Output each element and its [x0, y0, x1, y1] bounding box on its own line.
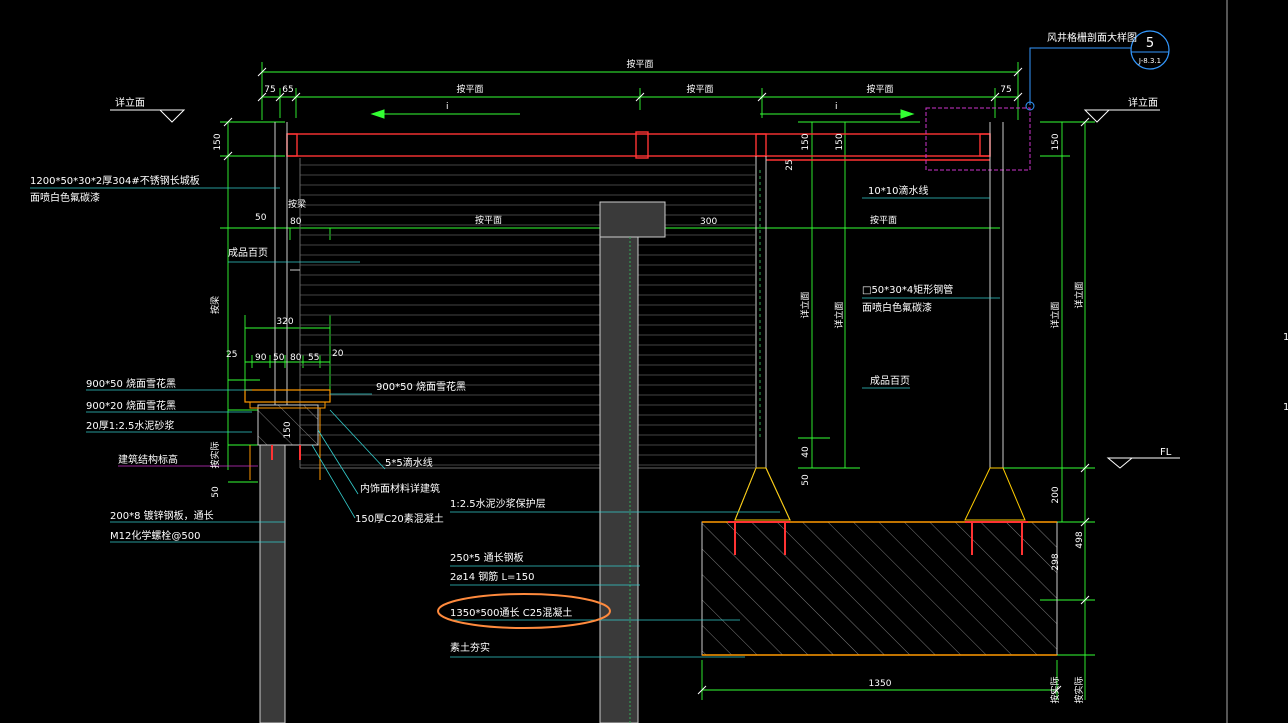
dim-w-90: 90	[255, 353, 267, 363]
dim-top-total: 按平面	[626, 58, 653, 70]
note-louver-plate-1: 1200*50*30*2厚304#不锈钢长城板	[30, 174, 200, 187]
note-drip-10: 10*10滴水线	[868, 184, 928, 197]
dim-top-75-right: 75	[1000, 85, 1011, 95]
steel-cap-plate	[286, 131, 991, 161]
dim-w-50: 50	[273, 353, 285, 363]
note-coping-1: 900*50 烧面雪花黑	[86, 377, 176, 390]
note-louver-left: 成品百页	[228, 247, 268, 259]
dim-top-span-left: 按平面	[456, 83, 483, 95]
note-inner-finish: 内饰面材料详建筑	[360, 482, 440, 495]
note-coping-right: 900*50 烧面雪花黑	[376, 380, 466, 393]
note-struct-level: 建筑结构标高	[118, 453, 178, 466]
fl-level: FL	[1160, 447, 1172, 458]
note-plate-200: 200*8 镀锌钢板，通长	[110, 509, 214, 522]
note-footing: 1350*500通长 C25混凝土	[450, 606, 572, 619]
dim-right-200: 200	[1051, 486, 1061, 503]
dim-left-by-beam-v: 按梁	[209, 296, 221, 314]
dim-d-actual: 按实际	[209, 441, 221, 468]
magenta-detail-box	[925, 107, 1031, 171]
left-column	[244, 389, 331, 723]
dim-left-50: 50	[255, 213, 267, 223]
dim-right-actual-a: 按实际	[1049, 676, 1061, 703]
arrow-i-right: i	[835, 102, 838, 112]
dim-top-span-right: 按平面	[866, 83, 893, 95]
dim-right-elev: 详立面	[1049, 301, 1061, 328]
dim-w-320: 320	[276, 317, 293, 327]
note-bolt: M12化学螺栓@500	[110, 529, 200, 542]
dim-v-elev-a: 详立面	[799, 291, 811, 318]
dim-row-300: 300	[700, 217, 717, 227]
dim-v-elev-b: 详立面	[833, 301, 845, 328]
dim-by-beam: 按梁	[288, 198, 306, 210]
note-tube-1: □50*30*4矩形钢管	[862, 283, 953, 296]
dim-right-150: 150	[1051, 133, 1061, 150]
note-concrete-150: 150厚C20素混凝土	[355, 512, 444, 525]
note-louver-right: 成品百页	[870, 375, 910, 387]
note-mortar: 20厚1:2.5水泥砂浆	[86, 419, 174, 432]
dim-right-298: 298	[1051, 553, 1061, 570]
dim-v-40: 40	[801, 446, 811, 458]
note-drip: 5*5滴水线	[385, 456, 433, 469]
dim-d-50: 50	[211, 486, 221, 498]
note-louver-plate-2: 面喷白色氟碳漆	[30, 191, 100, 204]
note-rebar: 2⌀14 钢筋 L=150	[450, 570, 535, 583]
callout-number: 5	[1146, 36, 1154, 51]
dim-bottom-1350: 1350	[869, 679, 892, 689]
dim-w-20: 20	[332, 349, 344, 359]
note-plate-250: 250*5 通长钢板	[450, 551, 524, 564]
callout-title: 风井格栅剖面大样图	[1047, 31, 1137, 44]
dim-top-65: 65	[282, 85, 293, 95]
slope-arrows	[370, 109, 915, 119]
concrete-footing	[701, 521, 1058, 656]
dim-v-50: 50	[801, 474, 811, 486]
note-soil: 素土夯实	[450, 641, 490, 654]
detail-callout: 5 J-8.3.1 风井格栅剖面大样图	[1025, 30, 1170, 111]
dim-w-55: 55	[308, 353, 319, 363]
dim-left-80: 80	[290, 217, 302, 227]
dim-v-150-a: 150	[801, 133, 811, 150]
dim-w-25: 25	[226, 350, 237, 360]
note-coping-2: 900*20 烧面雪花黑	[86, 399, 176, 412]
edge-mark-1: 1	[1283, 332, 1288, 343]
central-wall	[599, 201, 666, 723]
elev-right: 详立面	[1128, 96, 1158, 109]
dim-right-elev-2: 详立面	[1073, 281, 1085, 308]
dim-right-actual-b: 按实际	[1073, 676, 1085, 703]
dim-left-150: 150	[213, 133, 223, 150]
louver-panel-left	[300, 158, 755, 468]
edge-mark-2: 1	[1283, 402, 1288, 413]
dim-d-150: 150	[283, 421, 293, 438]
dim-v-150-b: 150	[835, 133, 845, 150]
dim-top-75-left: 75	[264, 85, 275, 95]
leader-lines	[30, 187, 1000, 658]
elevation-markers	[110, 109, 1180, 469]
dim-right-498: 498	[1075, 531, 1085, 548]
dim-ticks	[223, 67, 1090, 695]
dim-v-25: 25	[785, 159, 795, 170]
left-posts	[274, 122, 300, 405]
note-protect: 1:2.5水泥沙浆保护层	[450, 497, 546, 510]
note-tube-2: 面喷白色氟碳漆	[862, 301, 932, 314]
dim-row-left: 按平面	[475, 214, 502, 226]
right-frame	[734, 122, 1026, 521]
arrow-i-left: i	[446, 102, 449, 112]
highlight-ellipse	[437, 593, 611, 629]
callout-sheet: J-8.3.1	[1138, 57, 1161, 65]
dim-w-80: 80	[290, 353, 302, 363]
dim-row-right: 按平面	[870, 214, 897, 226]
dim-top-span-mid: 按平面	[686, 83, 713, 95]
elev-left: 详立面	[115, 96, 145, 109]
